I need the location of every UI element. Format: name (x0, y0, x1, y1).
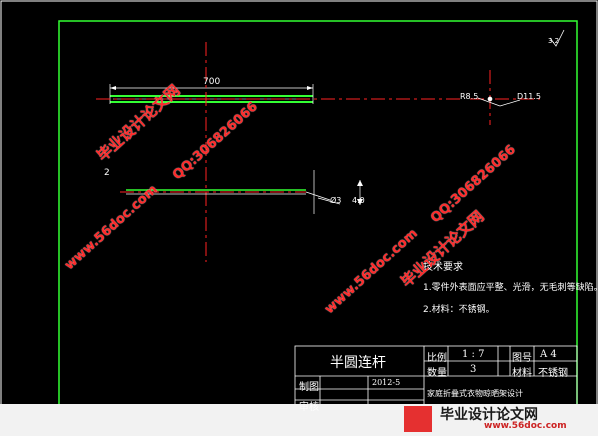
org-name: 家庭折叠式衣物晾晒架设计 (427, 389, 523, 398)
notes-line-1: 1.零件外表面应平整、光滑，无毛刺等缺陷。 (423, 283, 598, 293)
drawing-frame (58, 20, 578, 411)
dimension-left-label: R8.5 (460, 92, 479, 101)
dimension-height-label: 4.0 (352, 196, 365, 205)
section-label: 2 (104, 168, 110, 178)
qty-value: 3 (470, 364, 477, 375)
roughness-mark (549, 29, 565, 47)
dimension-dia-label: Ø3 (330, 196, 342, 205)
footer-brand: 毕业设计论文网 (440, 407, 538, 423)
rod-side-view (126, 170, 363, 214)
dimension-700-label: 700 (203, 77, 221, 87)
scale-label: 比例 (427, 353, 447, 364)
roughness-label: 3.2 (548, 37, 560, 45)
rod-top-view (109, 84, 314, 104)
material-value: 不锈钢 (538, 368, 568, 379)
rod-end-detail (477, 96, 521, 107)
footer-logo-box (404, 406, 432, 432)
qty-label: 数量 (427, 368, 447, 379)
drawing-no-value: A 4 (540, 349, 557, 360)
material-label: 材料 (512, 368, 532, 379)
part-name: 半圆连杆 (330, 355, 386, 371)
scale-value: 1 : 7 (462, 349, 485, 360)
footer-url[interactable]: www.56doc.com (484, 421, 567, 431)
dimension-right-label: D11.5 (517, 92, 541, 101)
checked-label: 审核 (299, 402, 319, 413)
notes-line-2: 2.材料：不锈钢。 (423, 305, 495, 315)
notes-title: 技术要求 (423, 262, 463, 273)
footer-banner (0, 404, 598, 436)
drawn-date: 2012-5 (372, 378, 401, 387)
drawing-no-label: 图号 (512, 353, 532, 364)
drawn-label: 制图 (299, 382, 319, 393)
